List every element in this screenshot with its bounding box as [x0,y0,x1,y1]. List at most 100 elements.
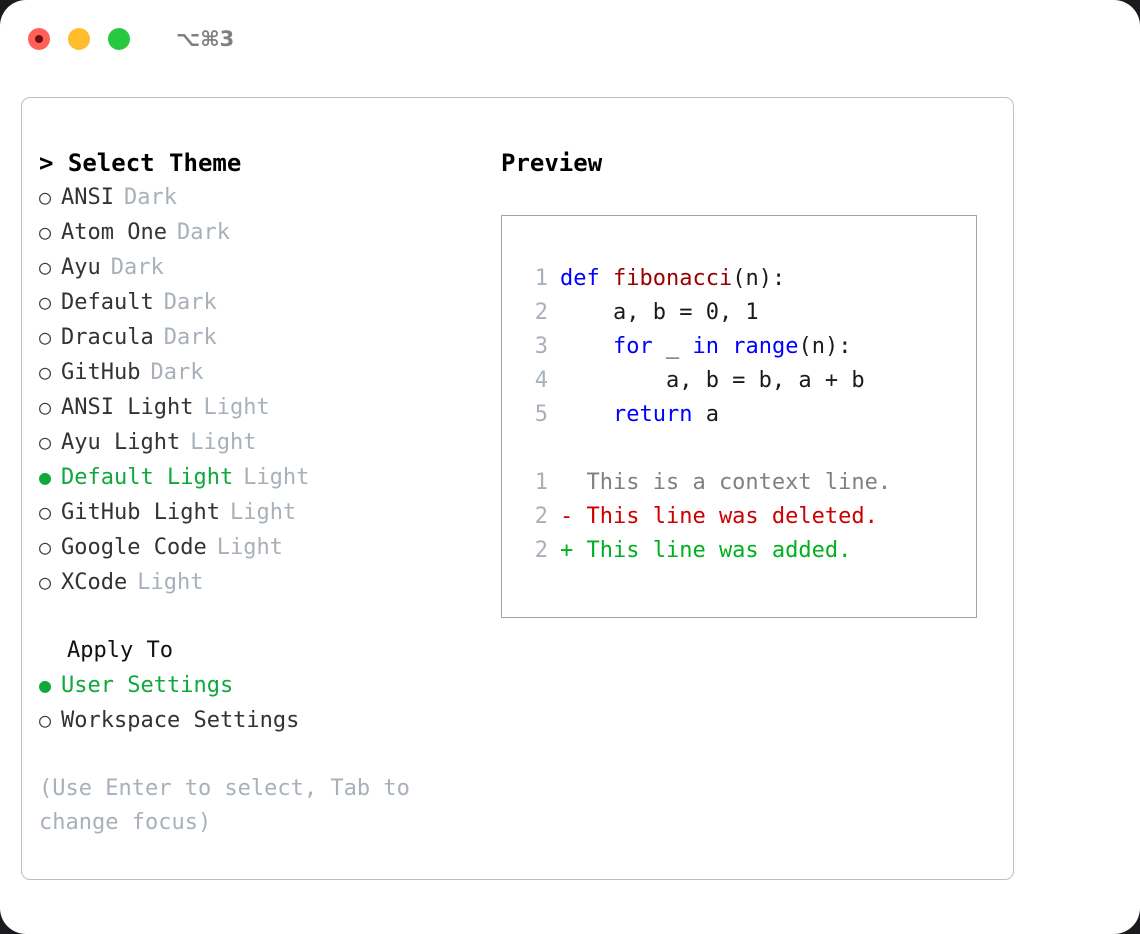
diff-line: 2 - This line was deleted. [520,500,976,534]
line-number: 2 [534,538,548,563]
code-line: 5 return a [520,398,976,432]
code-token: _ [652,334,693,359]
diff-line: 2 + This line was added. [520,534,976,568]
radio-unselected-icon: ○ [39,430,52,454]
diff-sample: 1 This is a context line. 2 - This line wa… [520,466,976,568]
maximize-dot[interactable] [108,28,130,50]
code-token: def [560,266,613,291]
apply-to-option-row[interactable]: ○Workspace Settings [39,703,469,738]
theme-option-kind: Dark [163,290,217,315]
line-number: 1 [534,266,548,291]
theme-option-kind: Light [243,465,310,490]
keyboard-shortcut-label: ⌥⌘3 [176,27,235,51]
code-line: 1 def fibonacci(n): [520,262,976,296]
radio-unselected-icon: ○ [39,360,52,384]
close-dot[interactable] [28,28,50,50]
diff-text: + This line was added. [560,538,852,563]
theme-option-name: Ayu Light [61,430,181,455]
code-token: a [692,402,719,427]
code-text: for _ in range(n): [560,330,851,364]
code-token: a, b = 0, 1 [560,300,759,325]
record-indicator-icon [35,35,43,43]
theme-option-kind: Light [137,570,204,595]
radio-unselected-icon: ○ [39,290,52,314]
theme-option-kind: Dark [110,255,164,280]
theme-option-name: Ayu [61,255,101,280]
apply-to-option-name: User Settings [61,673,234,698]
code-text: return a [560,398,719,432]
theme-option-name: Google Code [61,535,207,560]
radio-unselected-icon: ○ [39,395,52,419]
code-token: in range [692,334,799,359]
theme-option-kind: Dark [176,220,230,245]
section-title-select-theme: > Select Theme [39,149,242,177]
line-number: 1 [534,470,548,495]
theme-option-row[interactable]: ○ Ayu Light Light [39,425,469,460]
code-line: 2 a, b = 0, 1 [520,296,976,330]
theme-option-kind: Dark [163,325,217,350]
code-token [560,334,613,359]
theme-option-kind: Dark [150,360,204,385]
radio-selected-icon: ● [39,673,52,697]
code-spacer [520,432,976,466]
theme-option-row[interactable]: ● Default Light Light [39,460,469,495]
diff-line: 1 This is a context line. [520,466,976,500]
radio-unselected-icon: ○ [39,255,52,279]
theme-option-kind: Light [229,500,297,525]
radio-selected-icon: ● [39,465,52,489]
diff-text: This is a context line. [560,470,892,495]
keyboard-hint-text: (Use Enter to select, Tab to change focu… [39,776,410,835]
radio-unselected-icon: ○ [39,185,52,209]
code-token: return [612,402,693,427]
code-line: 3 for _ in range(n): [520,330,976,364]
line-number: 2 [534,300,548,325]
radio-unselected-icon: ○ [39,570,52,594]
line-number: 4 [534,368,548,393]
theme-option-kind: Light [216,535,283,560]
code-text: def fibonacci(n): [560,262,785,296]
radio-unselected-icon: ○ [39,535,52,559]
theme-option-row[interactable]: ○ GitHub Dark [39,355,469,390]
diff-text: - This line was deleted. [560,504,878,529]
theme-option-row[interactable]: ○ Ayu Dark [39,250,469,285]
line-number: 2 [534,504,548,529]
theme-option-kind: Light [190,430,257,455]
apply-to-list: ● User Settings ○Workspace Settings [39,668,469,738]
radio-unselected-icon: ○ [39,500,52,524]
theme-option-row[interactable]: ○ Google Code Light [39,530,469,565]
code-token: a, b = b, a + b [560,368,865,393]
theme-option-name: Default Light [61,465,234,490]
theme-option-row[interactable]: ○ Default Dark [39,285,469,320]
radio-unselected-icon: ○ [39,708,52,732]
line-number: 5 [534,402,548,427]
code-token [560,402,613,427]
code-line: 4 a, b = b, a + b [520,364,976,398]
window-controls [28,28,130,50]
code-token: fibonacci [612,266,733,291]
section-title-apply-to: Apply To [67,638,173,663]
code-token: for [612,334,653,359]
code-text: a, b = b, a + b [560,364,865,398]
theme-option-name: GitHub [61,360,141,385]
radio-unselected-icon: ○ [39,325,52,349]
minimize-dot[interactable] [68,28,90,50]
title-bar: ⌥⌘3 [0,0,1140,78]
theme-option-name: ANSI [61,185,114,210]
theme-option-name: Default [61,290,154,315]
radio-unselected-icon: ○ [39,220,52,244]
line-number: 3 [534,334,548,359]
apply-to-option-row[interactable]: ● User Settings [39,668,469,703]
